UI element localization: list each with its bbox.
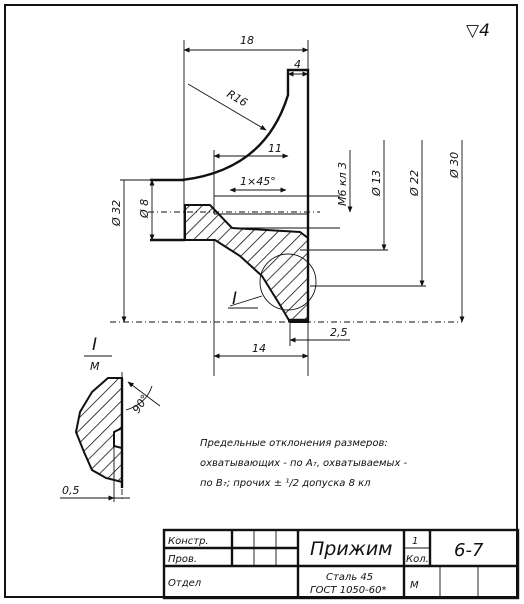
tb-material-1: Сталь 45 (326, 572, 373, 583)
detail-ref-label: I (232, 289, 237, 309)
tb-material-2: ГОСТ 1050-60* (310, 585, 387, 596)
dim-14: 14 (252, 342, 266, 355)
tb-part-name: Прижим (310, 538, 393, 560)
dim-11: 11 (268, 142, 282, 155)
tb-qty-label: Кол. (406, 554, 429, 565)
dim-18: 18 (240, 34, 254, 47)
detail-view-scale: M (90, 360, 100, 373)
dim-chamfer: 1×45° (240, 175, 276, 188)
dim-dia30: Ø 30 (448, 152, 461, 179)
dim-dia32: Ø 32 (110, 200, 123, 227)
dim-thread: M6 кл 3 (336, 162, 349, 206)
part-section-hatch (184, 204, 309, 323)
detail-view-number: I (92, 335, 97, 355)
tb-drawing-code: 6-7 (454, 540, 484, 561)
note-line-2: охватывающих - по А₇, охватываемых - (200, 458, 408, 469)
dim-dia8: Ø 8 (138, 199, 151, 219)
dim-r16: R16 (225, 87, 250, 109)
tb-label-department: Отдел (168, 578, 202, 589)
dim-dia22: Ø 22 (408, 170, 421, 197)
detail-hatch (74, 377, 123, 484)
dim-dia13: Ø 13 (370, 170, 383, 197)
surface-finish-mark: ▽4 (466, 21, 490, 41)
detail-circle (259, 253, 317, 311)
dim-0-5: 0,5 (62, 484, 80, 497)
tb-label-designer: Констр. (168, 536, 209, 547)
note-line-1: Предельные отклонения размеров: (200, 438, 388, 449)
dim-2-5: 2,5 (330, 326, 348, 339)
dim-angle-90: 90° (130, 392, 152, 415)
detail-leader (229, 295, 263, 307)
dim-4: 4 (294, 58, 301, 71)
tb-label-checker: Пров. (168, 554, 197, 565)
tb-qty-value: 1 (412, 536, 418, 547)
dimension-lines (120, 40, 465, 376)
detail-section (60, 372, 161, 502)
title-block (162, 528, 520, 600)
tb-scale-letter: М (410, 580, 419, 591)
note-line-3: по B₇; прочих ± ¹/2 допуска 8 кл (200, 478, 371, 489)
